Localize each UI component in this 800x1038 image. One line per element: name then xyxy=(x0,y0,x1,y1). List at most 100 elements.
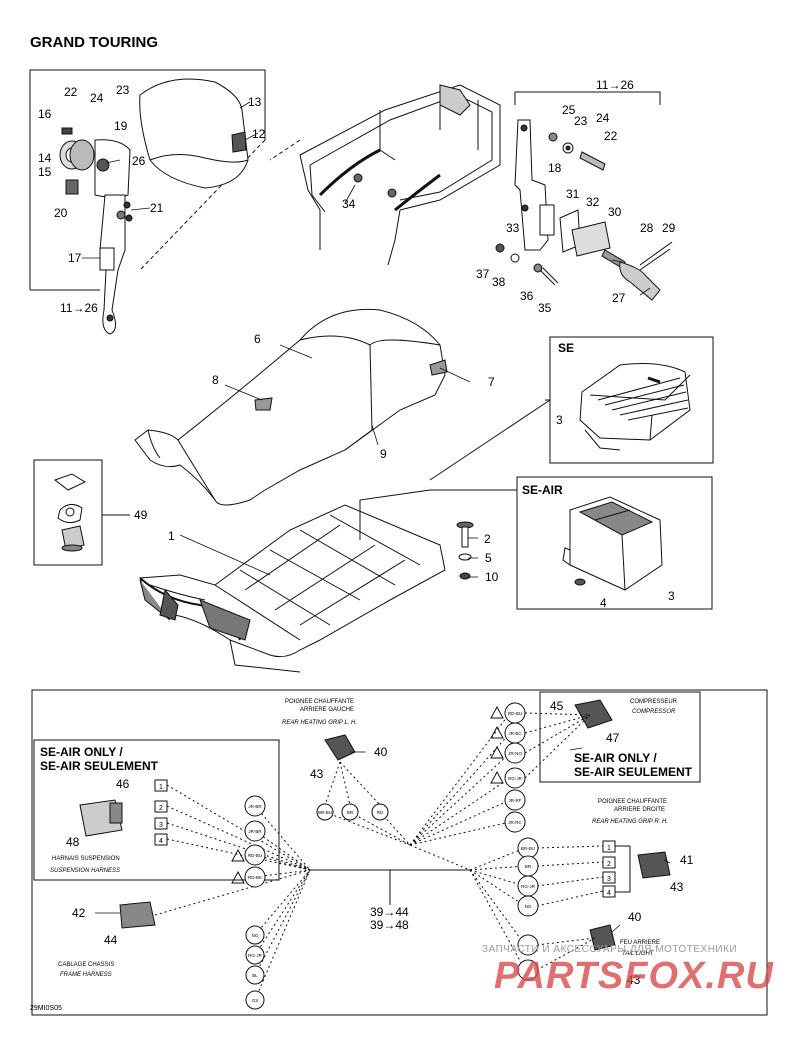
callout-18: 18 xyxy=(548,161,562,175)
wire-tag: NO xyxy=(525,904,532,909)
callout-22-right: 22 xyxy=(604,129,618,143)
callout-48: 48 xyxy=(66,835,80,849)
wire-tag: RG-JR xyxy=(521,884,535,889)
grip-left-fr1: POIGNEE CHAUFFANTE xyxy=(285,699,354,705)
wire-tag: JR-RF xyxy=(509,798,522,803)
callout-3-se-air: 3 xyxy=(668,589,675,603)
watermark-logo: PARTSFOX.RU xyxy=(494,955,774,997)
callout-6: 6 xyxy=(254,332,261,346)
callout-13: 13 xyxy=(248,95,262,109)
rivet-stack xyxy=(456,521,474,580)
wire-tag: RD-BU xyxy=(508,711,522,716)
wire-tag: BR-BU xyxy=(521,846,535,851)
callout-49: 49 xyxy=(134,508,148,522)
wire-tag: BR xyxy=(525,864,532,869)
callout-2: 2 xyxy=(484,532,491,546)
wire-tag: RD-BK xyxy=(248,875,262,880)
pin: 4 xyxy=(607,890,611,897)
callout-25: 25 xyxy=(562,103,576,117)
wire-tag: JR-BR xyxy=(248,804,262,809)
se-label: SE xyxy=(558,341,574,355)
wire-tag: JR-BC xyxy=(508,731,522,736)
callout-45: 45 xyxy=(550,699,564,713)
callout-47: 47 xyxy=(606,731,620,745)
frame-fr: CABLAGE CHASSIS xyxy=(58,962,114,968)
callout-33: 33 xyxy=(506,221,520,235)
callout-12: 12 xyxy=(252,127,266,141)
callout-21: 21 xyxy=(150,201,164,215)
callout-22: 22 xyxy=(64,85,78,99)
wire-tag: JR-BR xyxy=(248,829,262,834)
wire-tags: RD-BU JR-BC JR-NO RG-JR JR-RF JR-RC BR-B… xyxy=(248,711,536,1003)
wire-tag: BR-BU xyxy=(318,810,332,815)
wire-tag: NO xyxy=(252,933,259,938)
se-air-box xyxy=(359,476,713,610)
luggage-rack xyxy=(269,84,501,266)
wire-tag: RG-JR xyxy=(248,953,262,958)
callout-7: 7 xyxy=(488,375,495,389)
wire-tag: JR-NO xyxy=(508,751,522,756)
grip-left-fr2: ARRIERE GAUCHE xyxy=(300,707,354,713)
figure-id: 29MI0S05 xyxy=(30,1005,62,1012)
wire-tag: RD-BU xyxy=(248,853,262,858)
taillight-en: TAIL LIGHT xyxy=(622,951,655,957)
callout-14: 14 xyxy=(38,151,52,165)
pin: 2 xyxy=(607,861,611,868)
suspension-fr: HARNAIS SUSPENSION xyxy=(52,856,120,862)
callout-26: 26 xyxy=(132,154,146,168)
ref-11-26-right: 11→26 xyxy=(596,78,634,92)
se-air-only-right-1: SE-AIR ONLY / xyxy=(574,751,657,765)
callout-23-right: 23 xyxy=(574,114,588,128)
callout-34: 34 xyxy=(342,197,356,211)
callout-43-taillight: 43 xyxy=(627,973,641,987)
grip-left-en: REAR HEATING GRIP L. H. xyxy=(282,720,357,726)
callout-3: 3 xyxy=(556,413,563,427)
callout-40-taillight: 40 xyxy=(628,910,642,924)
se-air-seulement-right: SE-AIR SEULEMENT xyxy=(574,765,693,779)
callout-10: 10 xyxy=(485,570,499,584)
callout-27: 27 xyxy=(612,291,626,305)
callout-43-right: 43 xyxy=(670,880,684,894)
wire-tag: RG-JR xyxy=(508,776,522,781)
callout-42: 42 xyxy=(72,906,86,920)
callout-43: 43 xyxy=(310,767,324,781)
seat xyxy=(134,308,448,506)
wire-tag: GS xyxy=(252,998,259,1003)
callout-17: 17 xyxy=(68,251,82,265)
callout-1: 1 xyxy=(168,529,175,543)
callout-4: 4 xyxy=(600,596,607,610)
frame-en: FRAME HARNESS xyxy=(60,972,112,978)
pin: 4 xyxy=(159,838,163,845)
callout-32: 32 xyxy=(586,195,600,209)
watermark-tagline: ЗАПЧАСТИ И АКСЕССУАРЫ ДЛЯ МОТОТЕХНИКИ xyxy=(482,944,738,955)
pin: 3 xyxy=(159,822,163,829)
grip-right-en: REAR HEATING GRIP R. H. xyxy=(592,819,668,825)
pin-numbers: 1 2 3 4 1 2 3 4 xyxy=(159,784,611,897)
callout-35: 35 xyxy=(538,301,552,315)
callout-5: 5 xyxy=(485,551,492,565)
part-49-box xyxy=(33,459,130,566)
right-bracket-group xyxy=(495,91,673,301)
callout-30: 30 xyxy=(608,205,622,219)
pin: 1 xyxy=(159,784,163,791)
ref-39-48: 39→48 xyxy=(370,918,409,932)
callout-37: 37 xyxy=(476,267,490,281)
headrest-group xyxy=(29,69,266,335)
callout-40: 40 xyxy=(374,745,388,759)
se-box xyxy=(429,336,714,481)
callout-38: 38 xyxy=(492,275,506,289)
wire-tag: BR xyxy=(347,810,354,815)
callouts: 1 2 3 3 4 5 6 7 8 9 10 12 13 14 15 16 17… xyxy=(38,78,694,987)
callout-29: 29 xyxy=(662,221,676,235)
callout-24: 24 xyxy=(90,91,104,105)
callout-36: 36 xyxy=(520,289,534,303)
pin: 1 xyxy=(607,845,611,852)
callout-8: 8 xyxy=(212,373,219,387)
callout-44: 44 xyxy=(104,933,118,947)
se-air-seulement-left: SE-AIR SEULEMENT xyxy=(40,759,159,773)
grip-right-fr1: POIGNEE CHAUFFANTE xyxy=(598,799,667,805)
callout-24-right: 24 xyxy=(596,111,610,125)
taillight-fr: FEU ARRIERE xyxy=(620,940,660,946)
page-title: GRAND TOURING xyxy=(30,34,159,51)
